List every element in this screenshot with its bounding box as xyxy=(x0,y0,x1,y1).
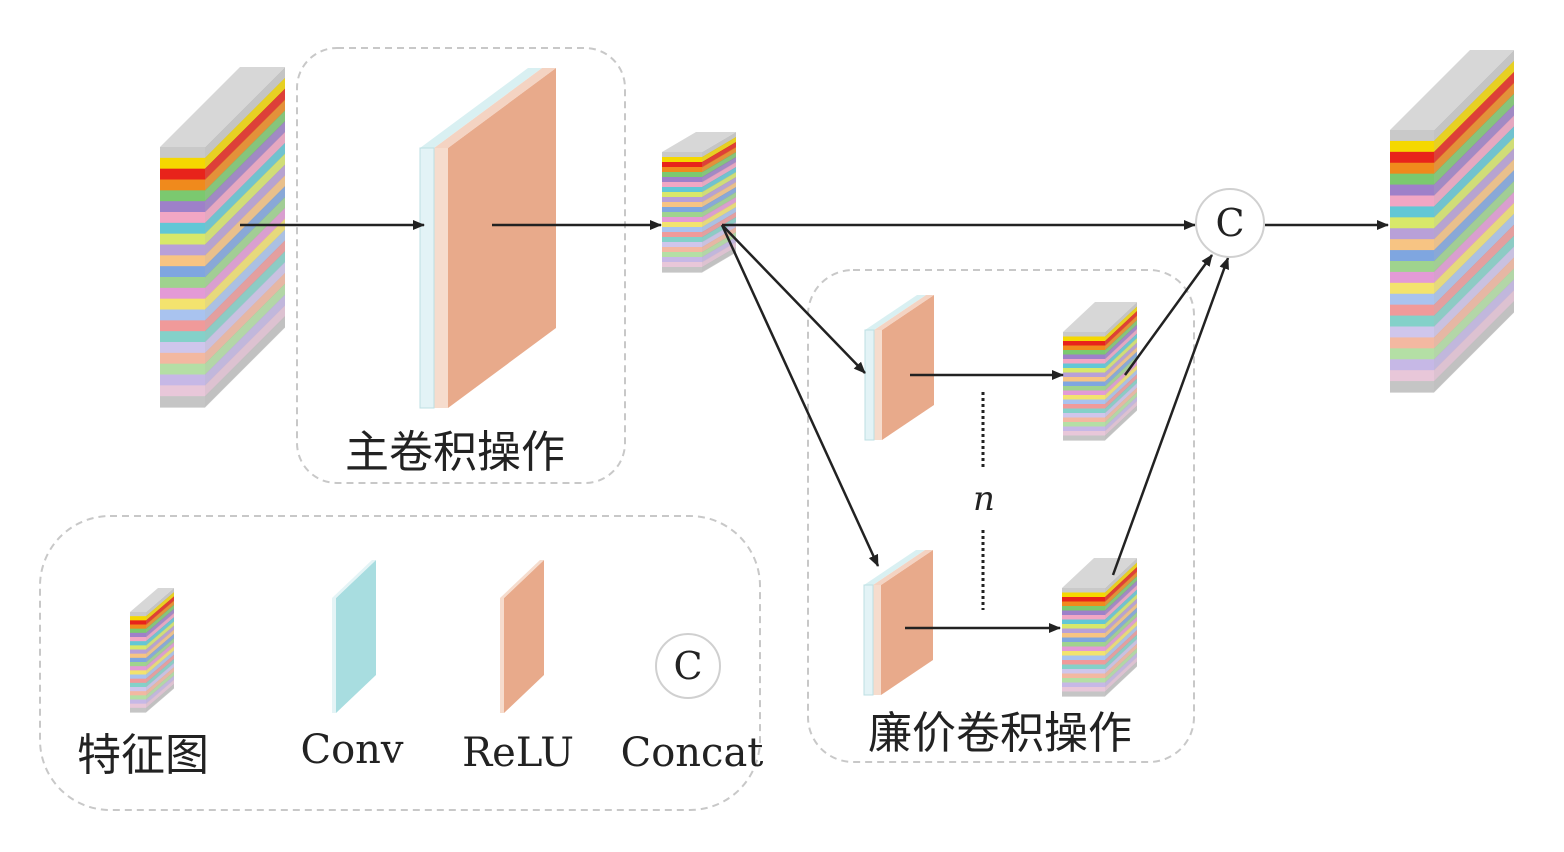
arrow-intrinsic-to-cheap-op-1 xyxy=(721,224,866,374)
main-conv-block xyxy=(419,68,556,409)
legend-feature-map-label: 特征图 xyxy=(77,730,209,781)
legend-concat-icon-label: C xyxy=(673,644,702,688)
repeat-count-label: n xyxy=(973,479,995,519)
main-conv-label: 主卷积操作 xyxy=(345,427,565,478)
legend-feature-map-icon xyxy=(130,588,174,713)
legend-concat-icon xyxy=(655,633,721,699)
ghost-feature-map-1 xyxy=(1063,302,1137,441)
cheap-conv-block-n xyxy=(863,550,933,696)
legend-conv-icon xyxy=(332,560,376,713)
intrinsic-feature-map xyxy=(662,132,736,273)
legend-conv-label: Conv xyxy=(300,727,403,773)
arrow-ghost-map-n-to-concat xyxy=(1111,257,1230,576)
cheap-conv-label: 廉价卷积操作 xyxy=(868,708,1132,759)
cheap-conv-block-1 xyxy=(864,295,934,441)
arrow-group xyxy=(240,220,1389,633)
input-feature-map xyxy=(160,67,285,408)
main-conv-box xyxy=(296,47,626,484)
legend-box xyxy=(39,515,761,811)
concat-node-label: C xyxy=(1215,201,1244,245)
legend-concat-label: Concat xyxy=(621,730,764,776)
layer-group xyxy=(130,50,1514,713)
ghost-feature-map-n xyxy=(1062,558,1137,697)
cheap-conv-box xyxy=(807,269,1195,763)
output-feature-map xyxy=(1390,50,1514,393)
concat-node xyxy=(1195,188,1265,258)
legend-relu-label: ReLU xyxy=(462,730,574,776)
arrow-intrinsic-to-cheap-op-n xyxy=(720,224,880,567)
legend-relu-icon xyxy=(500,560,544,713)
arrow-ghost-map-1-to-concat xyxy=(1123,254,1214,376)
